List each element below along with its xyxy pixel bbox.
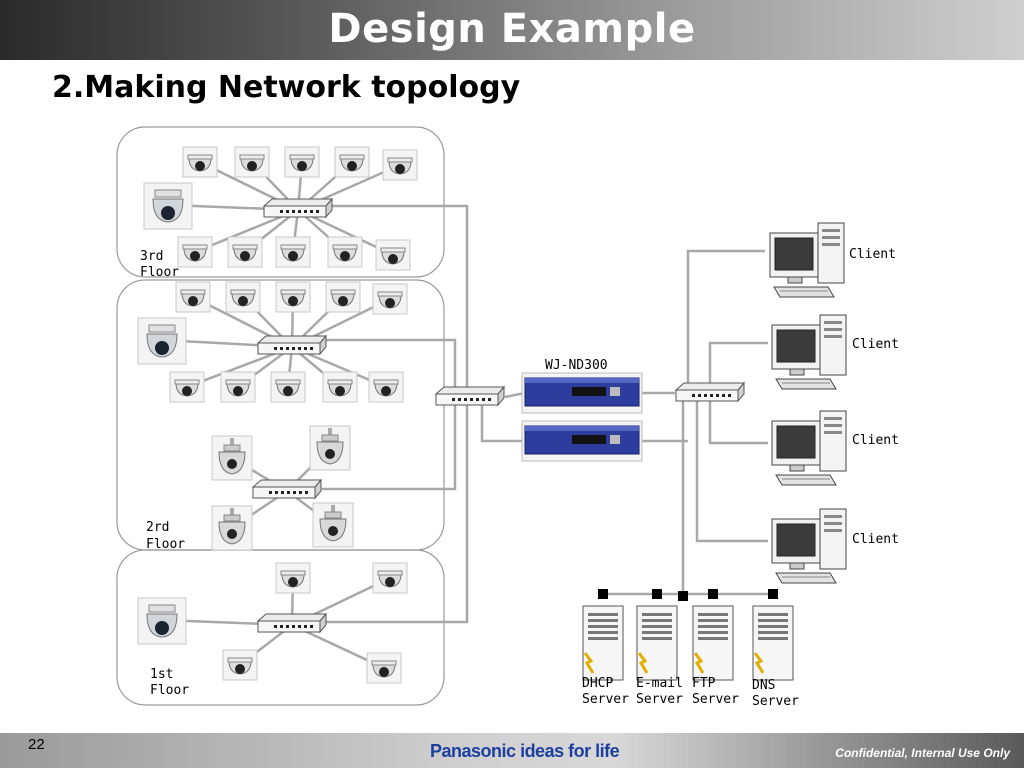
- recorder-1-icon: [521, 372, 643, 414]
- floor-2-cameras: [137, 281, 408, 551]
- dome-camera-icon: [325, 281, 361, 313]
- ptz-camera-icon: [137, 317, 187, 365]
- dome-camera-icon: [327, 236, 363, 268]
- floor-2-label-line2: Floor: [146, 537, 185, 552]
- pendant-camera-icon: [309, 425, 351, 471]
- floor-2-hub-lower-icon: [252, 479, 322, 499]
- recorder-label: WJ-ND300: [545, 358, 608, 373]
- title-bar: [0, 0, 1024, 60]
- floor-1-label-line1: 1st: [150, 667, 173, 682]
- server-label-line2: Server: [752, 694, 799, 709]
- dome-camera-icon: [334, 146, 370, 178]
- dome-camera-icon: [368, 371, 404, 403]
- dome-camera-icon: [177, 236, 213, 268]
- dome-camera-icon: [375, 239, 411, 271]
- floor-2-label-line1: 2rd: [146, 520, 169, 535]
- client-pc-icon: [771, 508, 847, 584]
- page-number: 22: [28, 736, 45, 753]
- dome-camera-icon: [270, 371, 306, 403]
- dome-camera-icon: [169, 371, 205, 403]
- floor-3-hub-icon: [263, 198, 333, 218]
- dome-camera-icon: [372, 283, 408, 315]
- floor-3-label-line2: Floor: [140, 265, 179, 280]
- pendant-camera-icon: [312, 502, 354, 548]
- brand-logo: Panasonic ideas for life: [430, 741, 620, 762]
- dome-camera-icon: [220, 371, 256, 403]
- floor-1-label-line2: Floor: [150, 683, 189, 698]
- server-drop-nodes: [598, 589, 778, 601]
- server-label-line2: Server: [582, 692, 629, 707]
- confidential-notice: Confidential, Internal Use Only: [835, 746, 1010, 760]
- floor-2-hub-upper-icon: [257, 335, 327, 355]
- dome-camera-icon: [372, 562, 408, 594]
- client-pc-icon: [769, 222, 845, 298]
- dns-server-icon: [751, 604, 795, 682]
- dome-camera-icon: [234, 146, 270, 178]
- dome-camera-icon: [227, 236, 263, 268]
- floor-outlines: [116, 126, 445, 706]
- ftp-server-icon: [691, 604, 735, 682]
- client-label: Client: [849, 247, 896, 262]
- dome-camera-icon: [275, 281, 311, 313]
- dome-camera-icon: [222, 649, 258, 681]
- dome-camera-icon: [175, 281, 211, 313]
- floor-1-outline: [116, 549, 445, 706]
- server-label-line2: Server: [692, 692, 739, 707]
- dome-camera-icon: [322, 371, 358, 403]
- client-pc-icon: [771, 314, 847, 390]
- dhcp-server-icon: [581, 604, 625, 682]
- brand-tagline: ideas for life: [520, 741, 620, 761]
- ptz-camera-icon: [143, 182, 193, 230]
- dome-camera-icon: [382, 149, 418, 181]
- server-label-line1: FTP: [692, 676, 716, 691]
- ptz-camera-icon: [137, 597, 187, 645]
- client-label: Client: [852, 532, 899, 547]
- pendant-camera-icon: [211, 505, 253, 551]
- client-label: Client: [852, 337, 899, 352]
- dome-camera-icon: [284, 146, 320, 178]
- dome-camera-icon: [275, 562, 311, 594]
- dome-camera-icon: [275, 236, 311, 268]
- dome-camera-icon: [225, 281, 261, 313]
- footer-bar: [0, 733, 1024, 768]
- server-label-line1: E-mail: [636, 676, 683, 691]
- slide-title: Design Example: [328, 6, 696, 52]
- client-label: Client: [852, 433, 899, 448]
- floor-3-outline: [116, 126, 445, 278]
- floor-1-hub-icon: [257, 613, 327, 633]
- email-server-icon: [635, 604, 679, 682]
- client-pc-icon: [771, 410, 847, 486]
- server-label-line2: Server: [636, 692, 683, 707]
- slide-subtitle: 2.Making Network topology: [52, 70, 521, 105]
- floor-3-label-line1: 3rd: [140, 249, 163, 264]
- dome-camera-icon: [182, 146, 218, 178]
- server-label-line1: DNS: [752, 678, 775, 693]
- dome-camera-icon: [366, 652, 402, 684]
- floor-3-cameras: [143, 146, 418, 271]
- pendant-camera-icon: [211, 435, 253, 481]
- core-switch-icon: [435, 386, 505, 406]
- recorder-2-icon: [521, 420, 643, 462]
- server-label-line1: DHCP: [582, 676, 613, 691]
- brand-name: Panasonic: [430, 741, 516, 761]
- client-switch-icon: [675, 382, 745, 402]
